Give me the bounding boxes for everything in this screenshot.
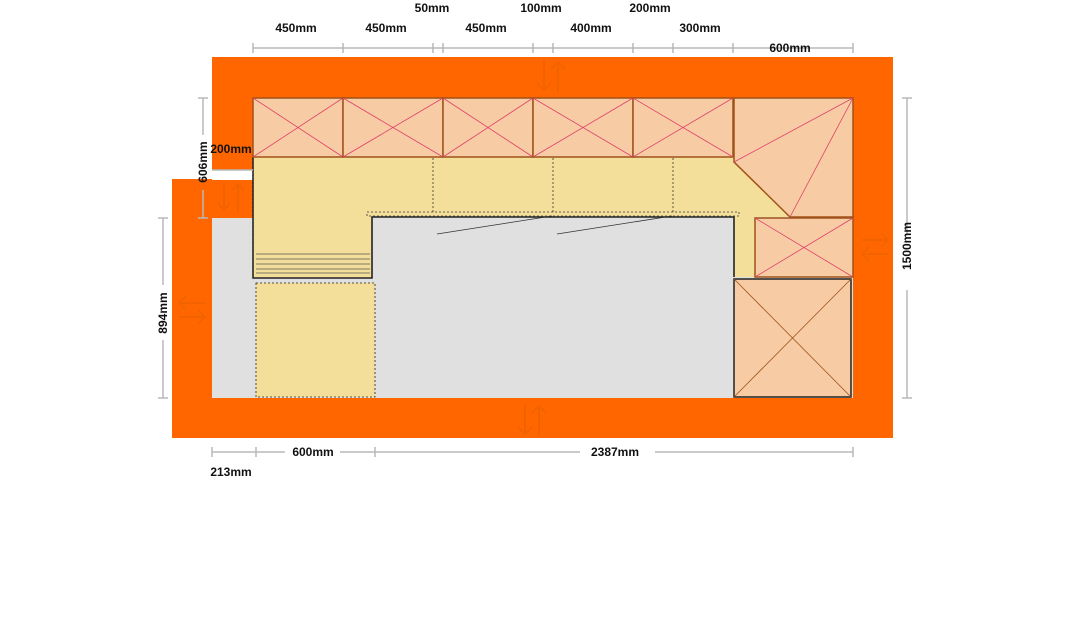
tall-cabinet: [733, 278, 852, 398]
dim-top-small-2: 100mm: [520, 1, 561, 15]
side-cabinet: [754, 217, 854, 278]
dim-bottom-1: 213mm: [210, 465, 251, 479]
worktop-diagonal-2: [556, 215, 673, 235]
dim-bottom-2: 600mm: [292, 445, 333, 459]
corner-cabinet: [733, 97, 854, 218]
dim-left-upper-height: 606mm: [196, 141, 210, 182]
double-arrow-icon-right: [860, 232, 890, 262]
dimension-labels: 450mm 450mm 450mm 400mm 300mm 600mm 50mm…: [156, 1, 914, 479]
double-arrow-icon: [177, 60, 890, 436]
cabinet-5: [632, 97, 734, 158]
dim-top-6: 600mm: [769, 41, 810, 55]
double-arrow-icon-left-upper: [217, 182, 245, 212]
dim-right-height: 1500mm: [900, 222, 914, 270]
double-arrow-icon-top: [536, 60, 566, 92]
dim-top-1: 450mm: [275, 21, 316, 35]
cabinet-3: [442, 97, 534, 158]
dim-top-5: 300mm: [679, 21, 720, 35]
worktop: [252, 157, 790, 398]
dim-bottom-3: 2387mm: [591, 445, 639, 459]
worktop-l-shape: [253, 157, 790, 278]
left-recess: [212, 170, 253, 180]
dim-top-small-1: 50mm: [415, 1, 450, 15]
worktop-diagonal-1: [436, 215, 553, 235]
dim-top-4: 400mm: [570, 21, 611, 35]
cabinet-4: [532, 97, 634, 158]
cabinet-2: [342, 97, 444, 158]
dim-top-small-3: 200mm: [629, 1, 670, 15]
dimension-lines: [158, 43, 912, 457]
worktop-island-section: [255, 282, 376, 398]
hob-lines: [256, 253, 370, 274]
dim-left-upper-width: 200mm: [210, 142, 251, 156]
cabinet-1: [252, 97, 344, 158]
double-arrow-icon-left: [177, 295, 207, 325]
dim-left-lower-height: 894mm: [156, 292, 170, 333]
dim-top-2: 450mm: [365, 21, 406, 35]
dim-top-3: 450mm: [465, 21, 506, 35]
double-arrow-icon-bottom: [517, 404, 547, 436]
wall-cabinets: [252, 97, 854, 398]
